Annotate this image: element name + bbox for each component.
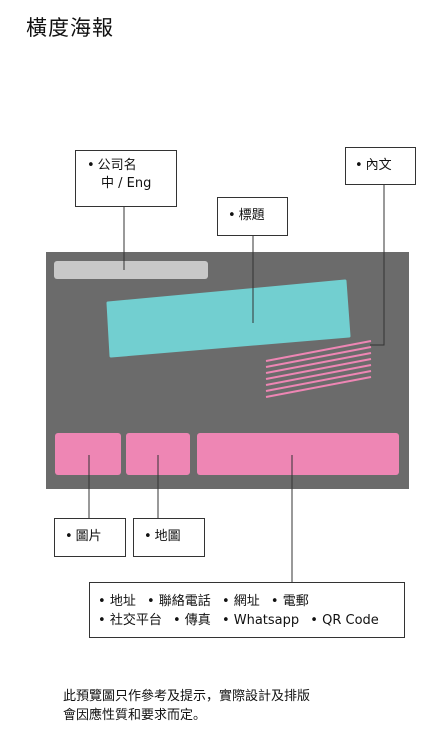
callout-title: •標題 [217, 197, 288, 236]
callout-company-name: •公司名 中 / Eng [75, 150, 177, 207]
contact-item: • QR Code [310, 613, 379, 628]
bullet-icon: • [144, 529, 152, 544]
body-text-lines [265, 340, 372, 398]
contact-row-2: • 社交平台 • 傳真 • Whatsapp • QR Code [98, 611, 404, 630]
callout-body-text: •內文 [345, 147, 416, 185]
company-name-language-label: 中 / Eng [101, 176, 152, 191]
company-name-placeholder [54, 261, 208, 279]
leader-lines [88, 185, 385, 582]
bullet-icon: • [87, 158, 95, 173]
bullet-icon: • [65, 529, 73, 544]
callout-image: •圖片 [54, 518, 126, 557]
disclaimer-line-2: 會因應性質和要求而定。 [63, 708, 207, 723]
contact-item: • 傳真 [172, 613, 211, 628]
disclaimer-line-1: 此預覽圖只作參考及提示，實際設計及排版 [63, 689, 311, 704]
company-name-label: 公司名 [97, 158, 137, 173]
contact-item: • 社交平台 [98, 613, 162, 628]
bullet-icon: • [355, 158, 363, 173]
contact-item: • 聯絡電話 [146, 594, 211, 609]
contact-item: • Whatsapp [221, 613, 300, 628]
callout-contact-info: • 地址 • 聯絡電話 • 網址 • 電郵 • 社交平台 • 傳真 • What… [89, 582, 405, 638]
contact-item: • 網址 [221, 594, 260, 609]
contact-item: • 電郵 [270, 594, 309, 609]
page-title: 橫度海報 [26, 16, 114, 40]
body-text-label: 內文 [365, 158, 392, 173]
disclaimer-note: 此預覽圖只作參考及提示，實際設計及排版 會因應性質和要求而定。 [63, 687, 403, 725]
callout-map: •地圖 [133, 518, 205, 557]
contact-placeholder [197, 433, 399, 475]
image-label: 圖片 [75, 529, 102, 544]
title-placeholder [106, 279, 351, 358]
title-label: 標題 [238, 208, 265, 223]
contact-item: • 地址 [98, 594, 136, 609]
image-placeholder [55, 433, 121, 475]
contact-row-1: • 地址 • 聯絡電話 • 網址 • 電郵 [98, 592, 404, 611]
bullet-icon: • [228, 208, 236, 223]
map-label: 地圖 [154, 529, 181, 544]
